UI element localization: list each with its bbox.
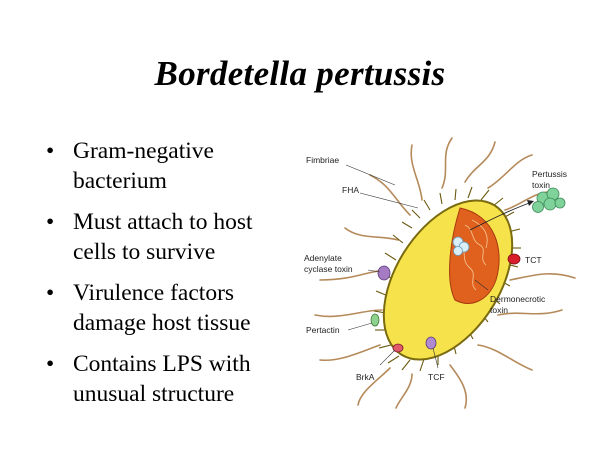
tcf-protein	[425, 336, 437, 350]
label-pertussis-line2: toxin	[532, 180, 550, 190]
label-dermonecrotic-line1: Dermonecrotic	[490, 294, 546, 304]
tct-blob	[507, 253, 521, 265]
secretion-arrowhead	[527, 200, 534, 206]
bullet-text: Contains LPS with unusual structure	[73, 351, 251, 407]
secretion-arrow	[469, 201, 533, 231]
pertactin-protein	[370, 313, 380, 327]
cutaway-interior	[449, 207, 500, 304]
label-tct: TCT	[525, 255, 542, 265]
bullet-text: Virulence factors damage host tissue	[73, 280, 251, 336]
pertussis-toxin-cluster	[532, 187, 566, 213]
bullet-dot: •	[46, 138, 55, 164]
bullet-dot: •	[46, 209, 55, 235]
bullet-dot: •	[46, 280, 55, 306]
label-fha: FHA	[342, 185, 359, 195]
bullet-text: Gram-negative bacterium	[73, 138, 214, 194]
interior-molecule	[452, 236, 470, 256]
bullet-item: • Gram-negative bacterium	[46, 136, 296, 196]
bullet-item: • Virulence factors damage host tissue	[46, 278, 296, 338]
bullet-dot: •	[46, 351, 55, 377]
adenylate-cyclase-toxin	[377, 265, 391, 281]
label-brka: BrkA	[356, 372, 375, 382]
slide-title: Bordetella pertussis	[154, 54, 446, 93]
brka-protein	[392, 343, 404, 353]
label-pertactin: Pertactin	[306, 325, 340, 335]
label-pertussis-line1: Pertussis	[532, 169, 567, 179]
leader-lines	[345, 164, 489, 369]
label-fimbriae: Fimbriae	[306, 155, 339, 165]
label-adenylate-line1: Adenylate	[304, 253, 342, 263]
label-adenylate-line2: cyclase toxin	[304, 264, 353, 274]
label-dermonecrotic-line2: toxin	[490, 305, 508, 315]
label-tcf: TCF	[428, 372, 445, 382]
flagella	[314, 137, 576, 409]
bacterium-illustration: Fimbriae FHA Adenylate cyclase toxin Per…	[304, 137, 576, 409]
bullet-item: • Must attach to host cells to survive	[46, 207, 296, 267]
bullet-item: • Contains LPS with unusual structure	[46, 349, 296, 409]
bullet-text: Must attach to host cells to survive	[73, 209, 253, 265]
bullet-list: • Gram-negative bacterium • Must attach to…	[46, 136, 296, 420]
